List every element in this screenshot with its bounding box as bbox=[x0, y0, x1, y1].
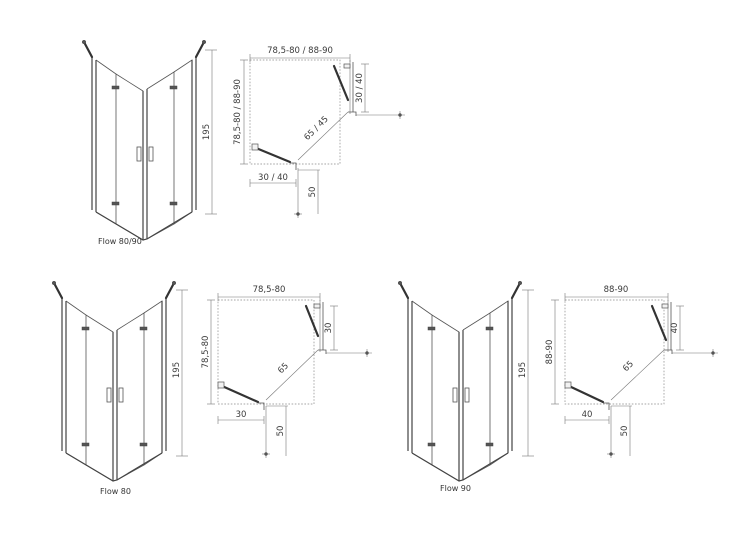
height-label: 195 bbox=[518, 362, 528, 378]
door-bottom-label: 30 / 40 bbox=[258, 173, 288, 183]
cabin-perspective-view bbox=[51, 280, 177, 483]
diagonal-label: 65 bbox=[276, 361, 291, 376]
side-width-label: 78,5-80 bbox=[201, 336, 211, 369]
top-width-label: 88-90 bbox=[604, 285, 629, 295]
side-width-label: 78,5-80 / 88-90 bbox=[233, 79, 243, 145]
figure-caption: Flow 80 bbox=[100, 487, 131, 496]
bottom-label: 50 bbox=[276, 426, 286, 437]
bottom-label: 50 bbox=[620, 426, 630, 437]
figure-flow-90: 195 88-90 88-90 40 65 40 bbox=[397, 280, 718, 493]
door-bottom-label: 40 bbox=[582, 410, 593, 420]
cabin-perspective-view bbox=[397, 280, 523, 483]
cabin-perspective-view bbox=[81, 39, 207, 242]
figure-caption: Flow 80/90 bbox=[98, 237, 142, 246]
figure-flow-80-90: 195 78,5-80 / 88-90 78,5-80 / 88-90 30 /… bbox=[81, 39, 405, 246]
top-width-label: 78,5-80 / 88-90 bbox=[267, 46, 333, 56]
bottom-label: 50 bbox=[308, 187, 318, 198]
side-width-label: 88-90 bbox=[545, 340, 555, 365]
height-label: 195 bbox=[172, 362, 182, 378]
diagonal-label: 65 / 45 bbox=[302, 114, 330, 142]
figure-caption: Flow 90 bbox=[440, 484, 471, 493]
diagonal-label: 65 bbox=[621, 359, 636, 374]
door-top-label: 30 bbox=[324, 323, 334, 334]
top-width-label: 78,5-80 bbox=[253, 285, 286, 295]
door-top-label: 30 / 40 bbox=[355, 73, 365, 103]
door-bottom-label: 30 bbox=[236, 410, 247, 420]
door-top-label: 40 bbox=[670, 323, 680, 334]
figure-flow-80: 195 78,5-80 78,5-80 30 65 30 bbox=[51, 280, 372, 496]
height-label: 195 bbox=[202, 124, 212, 140]
